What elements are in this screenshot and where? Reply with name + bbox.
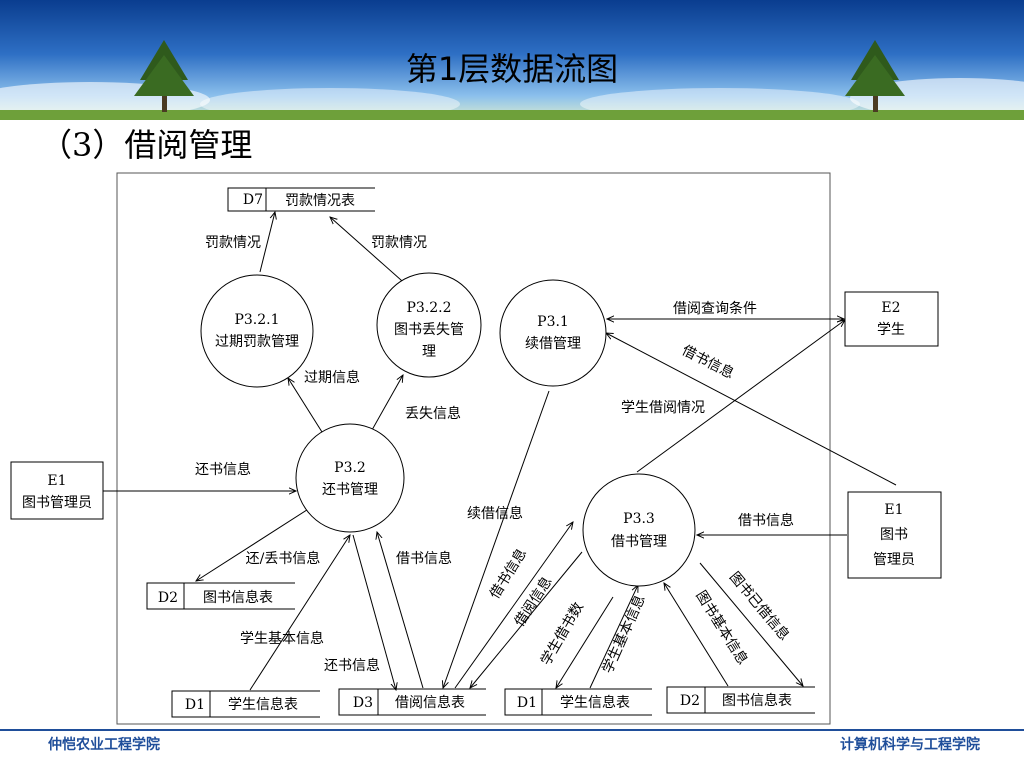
footer-divider <box>0 729 1024 731</box>
flow-line-f3 <box>288 378 323 433</box>
store-name: 图书信息表 <box>203 589 273 606</box>
flow-label-f14: 借阅信息 <box>511 573 556 629</box>
process-id: P3.1 <box>537 314 569 330</box>
flow-line-f14 <box>470 551 583 688</box>
store-code: D1 <box>185 697 205 713</box>
flow-line-f4 <box>371 375 403 431</box>
process-id: P3.2.1 <box>234 312 279 328</box>
store-name: 学生信息表 <box>228 696 298 713</box>
flow-line-f12 <box>377 532 424 689</box>
flow-line-f6 <box>606 333 897 486</box>
diagram-frame <box>116 172 831 725</box>
flow-line-f15 <box>556 596 614 688</box>
data-store-d1-left <box>171 690 320 718</box>
flow-label-f9: 续借信息 <box>467 505 523 522</box>
process-name: 过期罚款管理 <box>215 334 299 350</box>
data-store-d3 <box>338 688 486 716</box>
tree-right-icon <box>845 40 905 112</box>
flow-line-f19 <box>249 535 350 691</box>
store-code: D2 <box>158 590 178 606</box>
external-e1-right: E1 图书 管理员 <box>847 491 942 579</box>
entity-id: E2 <box>881 300 900 316</box>
process-id: P3.2.2 <box>406 300 451 316</box>
flow-line-f7 <box>636 320 845 473</box>
flow-line-f20 <box>352 534 396 690</box>
store-code: D2 <box>680 693 700 709</box>
flow-line-f1 <box>259 212 275 273</box>
flow-label-f12: 借书信息 <box>396 550 452 567</box>
store-code: D1 <box>517 695 537 711</box>
process-p3-2-1: P3.2.1 过期罚款管理 <box>200 274 314 388</box>
flow-line-f16 <box>589 585 638 689</box>
process-name: 借书管理 <box>611 534 667 550</box>
store-code: D3 <box>353 695 373 711</box>
flow-label-f17: 图书基本信息 <box>692 587 751 667</box>
flow-label-f10: 借书信息 <box>738 512 794 529</box>
flow-label-f15: 学生借书数 <box>538 600 587 669</box>
entity-name: 图书管理员 <box>22 495 92 511</box>
store-name: 图书信息表 <box>722 692 792 709</box>
footer-school: 仲恺农业工程学院 <box>48 737 160 753</box>
entity-name-cont: 管理员 <box>873 552 915 568</box>
process-p3-2-2: P3.2.2 图书丢失管 理 <box>376 272 482 378</box>
store-code: D7 <box>243 192 263 208</box>
process-name: 还书管理 <box>322 482 378 498</box>
slide-title: 第1层数据流图 <box>405 50 619 88</box>
flow-line-f17 <box>664 583 729 687</box>
flow-line-f18 <box>699 562 803 686</box>
flow-label-f16: 学生基本信息 <box>599 592 649 676</box>
flow-label-f8: 还书信息 <box>195 461 251 478</box>
footer-department: 计算机科学与工程学院 <box>840 737 980 753</box>
process-p3-1: P3.1 续借管理 <box>499 279 607 387</box>
entity-id: E1 <box>47 473 66 489</box>
flow-label-f19: 学生基本信息 <box>240 630 324 647</box>
entity-name: 学生 <box>877 322 905 338</box>
header-banner: 第1层数据流图 <box>0 0 1024 120</box>
flow-line-f13 <box>454 522 573 689</box>
flow-label-f2: 罚款情况 <box>371 235 427 251</box>
external-e2: E2 学生 <box>844 291 939 347</box>
flow-label-f11: 还/丢书信息 <box>246 550 321 567</box>
slide-subtitle: （3）借阅管理 <box>40 126 253 164</box>
flow-label-f20: 还书信息 <box>324 657 380 674</box>
flow-label-f7: 学生借阅情况 <box>621 400 705 416</box>
process-name-cont: 理 <box>422 344 436 360</box>
tree-left-icon <box>134 40 194 112</box>
data-store-d2-right <box>666 686 815 714</box>
flow-label-f5: 借阅查询条件 <box>673 300 757 317</box>
process-id: P3.3 <box>623 511 655 527</box>
flow-line-f9 <box>443 390 550 688</box>
data-store-d2-left <box>146 582 295 610</box>
external-e1-left: E1 图书管理员 <box>10 461 104 520</box>
store-name: 罚款情况表 <box>285 193 355 209</box>
process-p3-2: P3.2 还书管理 <box>295 423 405 533</box>
flow-label-f13: 借书信息 <box>486 545 530 601</box>
store-name: 借阅信息表 <box>395 694 465 711</box>
flow-line-f2 <box>330 217 411 289</box>
entity-name: 图书 <box>880 527 908 543</box>
banner-background <box>0 0 1024 120</box>
process-p3-3: P3.3 借书管理 <box>582 473 696 587</box>
flow-label-f4: 丢失信息 <box>405 405 461 422</box>
flow-lines <box>103 212 897 691</box>
process-name: 续借管理 <box>525 335 581 352</box>
data-store-d7 <box>227 187 375 212</box>
data-store-d1-right <box>504 688 652 716</box>
process-id: P3.2 <box>334 460 366 476</box>
entity-id: E1 <box>884 502 903 518</box>
store-name: 学生信息表 <box>560 694 630 711</box>
flow-label-f1: 罚款情况 <box>205 235 261 251</box>
flow-line-f11 <box>196 507 311 581</box>
flow-label-f3: 过期信息 <box>304 369 360 386</box>
process-name: 图书丢失管 <box>394 322 464 338</box>
